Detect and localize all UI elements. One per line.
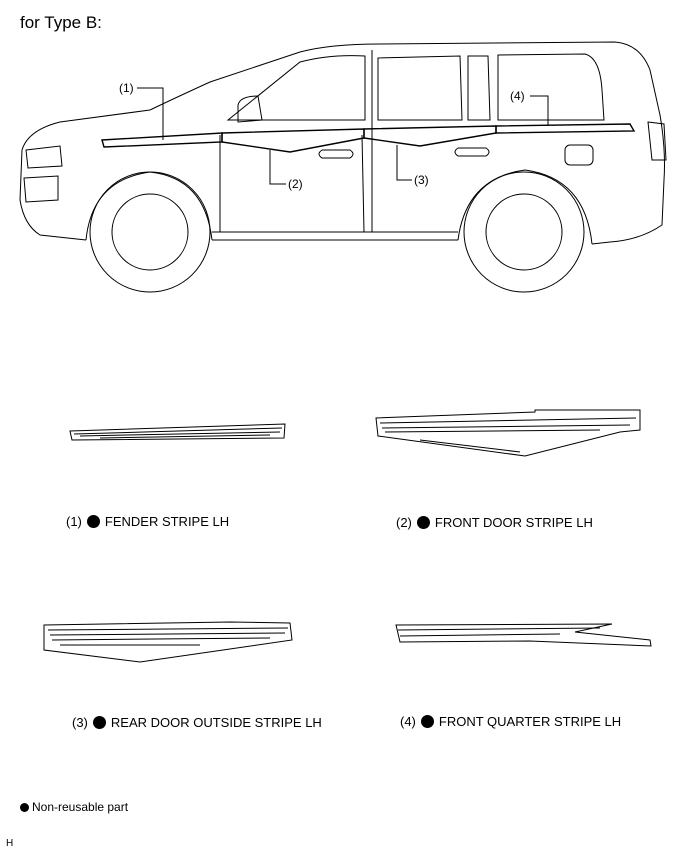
part-caption-4: (4) FRONT QUARTER STRIPE LH (400, 714, 621, 729)
part-number: (4) (400, 714, 416, 729)
non-reusable-dot-icon (92, 716, 106, 729)
vehicle-side-view (19, 41, 667, 293)
non-reusable-dot-icon (20, 802, 29, 812)
legend-text: Non-reusable part (32, 800, 129, 814)
non-reusable-dot-icon (420, 715, 434, 728)
part-caption-1: (1) FENDER STRIPE LH (66, 514, 229, 529)
part-number: (3) (72, 715, 88, 730)
callout-2: (2) (288, 177, 303, 191)
non-reusable-dot-icon (86, 515, 100, 528)
page-title: for Type B: (20, 13, 102, 32)
part-name: FENDER STRIPE LH (104, 514, 230, 529)
footer-code: H (6, 838, 14, 849)
front-quarter-stripe-drawing (395, 623, 652, 647)
callout-4: (4) (510, 89, 525, 103)
fender-stripe-drawing (69, 423, 286, 441)
front-door-stripe-drawing (375, 409, 641, 457)
part-name: REAR DOOR OUTSIDE STRIPE LH (110, 715, 322, 730)
part-caption-3: (3) REAR DOOR OUTSIDE STRIPE LH (72, 715, 322, 730)
part-name: FRONT QUARTER STRIPE LH (438, 714, 622, 729)
rear-door-stripe-drawing (43, 621, 293, 663)
non-reusable-dot-icon (416, 516, 430, 529)
part-number: (1) (66, 514, 82, 529)
part-number: (2) (396, 515, 412, 530)
callout-3: (3) (414, 173, 429, 187)
callout-1: (1) (119, 81, 134, 95)
stripe-parts (43, 409, 652, 663)
part-name: FRONT DOOR STRIPE LH (434, 515, 593, 530)
part-caption-2: (2) FRONT DOOR STRIPE LH (396, 515, 593, 530)
legend: Non-reusable part (20, 800, 128, 814)
